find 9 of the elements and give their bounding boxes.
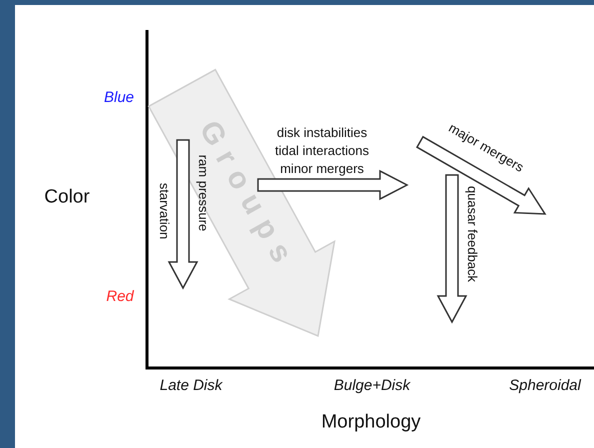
arrow-label: quasar feedback (464, 186, 480, 282)
axis-tick-label: Bulge+Disk (334, 378, 410, 394)
axis-tick-label: Late Disk (160, 378, 222, 394)
axis-tick-label: Red (106, 288, 134, 306)
axis-tick-label: Spheroidal (509, 378, 581, 394)
arrow-label: starvation (156, 182, 172, 240)
axis-title: Color (44, 188, 90, 208)
axis-tick-label: Blue (104, 90, 134, 106)
axis-title: Morphology (321, 412, 421, 434)
